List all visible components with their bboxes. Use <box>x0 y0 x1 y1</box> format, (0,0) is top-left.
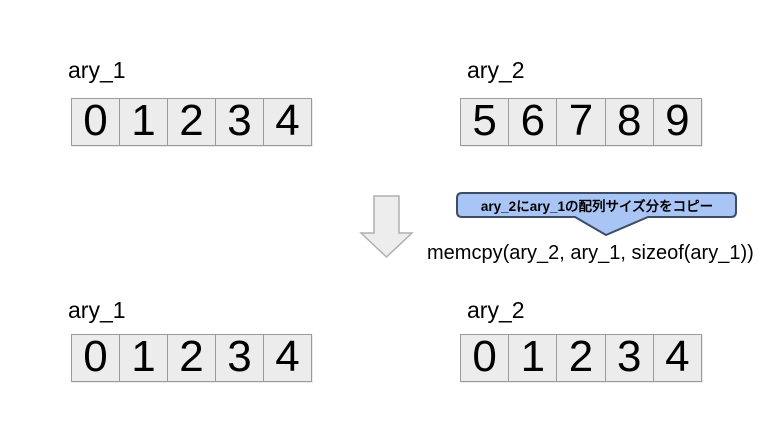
array-row: 5 6 7 8 9 <box>460 98 702 146</box>
array-cell: 8 <box>604 99 653 145</box>
array-label: ary_2 <box>467 57 525 83</box>
array-cell: 5 <box>461 99 509 145</box>
array-cell: 7 <box>556 99 605 145</box>
array-cell: 3 <box>215 335 263 381</box>
callout-text: ary_2にary_1の配列サイズ分をコピー <box>480 198 714 214</box>
array-cell: 4 <box>652 335 702 381</box>
array-cell: 0 <box>72 99 119 145</box>
array-row: 0 1 2 3 4 <box>71 334 312 382</box>
array-cell: 6 <box>508 99 557 145</box>
array-cell: 2 <box>167 335 215 381</box>
array-cell: 3 <box>215 99 263 145</box>
array-label: ary_1 <box>68 297 126 323</box>
array-cell: 1 <box>508 335 557 381</box>
down-arrow-icon <box>359 195 414 259</box>
array-row: 0 1 2 3 4 <box>460 334 702 382</box>
array-cell: 9 <box>652 99 702 145</box>
array-label: ary_2 <box>467 297 525 323</box>
array-cell: 3 <box>604 335 653 381</box>
array-label: ary_1 <box>68 57 126 83</box>
array-cell: 0 <box>461 335 509 381</box>
memcpy-code-text: memcpy(ary_2, ary_1, sizeof(ary_1)) <box>427 242 754 264</box>
array-cell: 4 <box>263 335 311 381</box>
array-cell: 2 <box>556 335 605 381</box>
array-cell: 1 <box>119 99 167 145</box>
array-cell: 1 <box>119 335 167 381</box>
array-row: 0 1 2 3 4 <box>71 98 312 146</box>
array-cell: 0 <box>72 335 119 381</box>
array-cell: 4 <box>263 99 311 145</box>
array-cell: 2 <box>167 99 215 145</box>
